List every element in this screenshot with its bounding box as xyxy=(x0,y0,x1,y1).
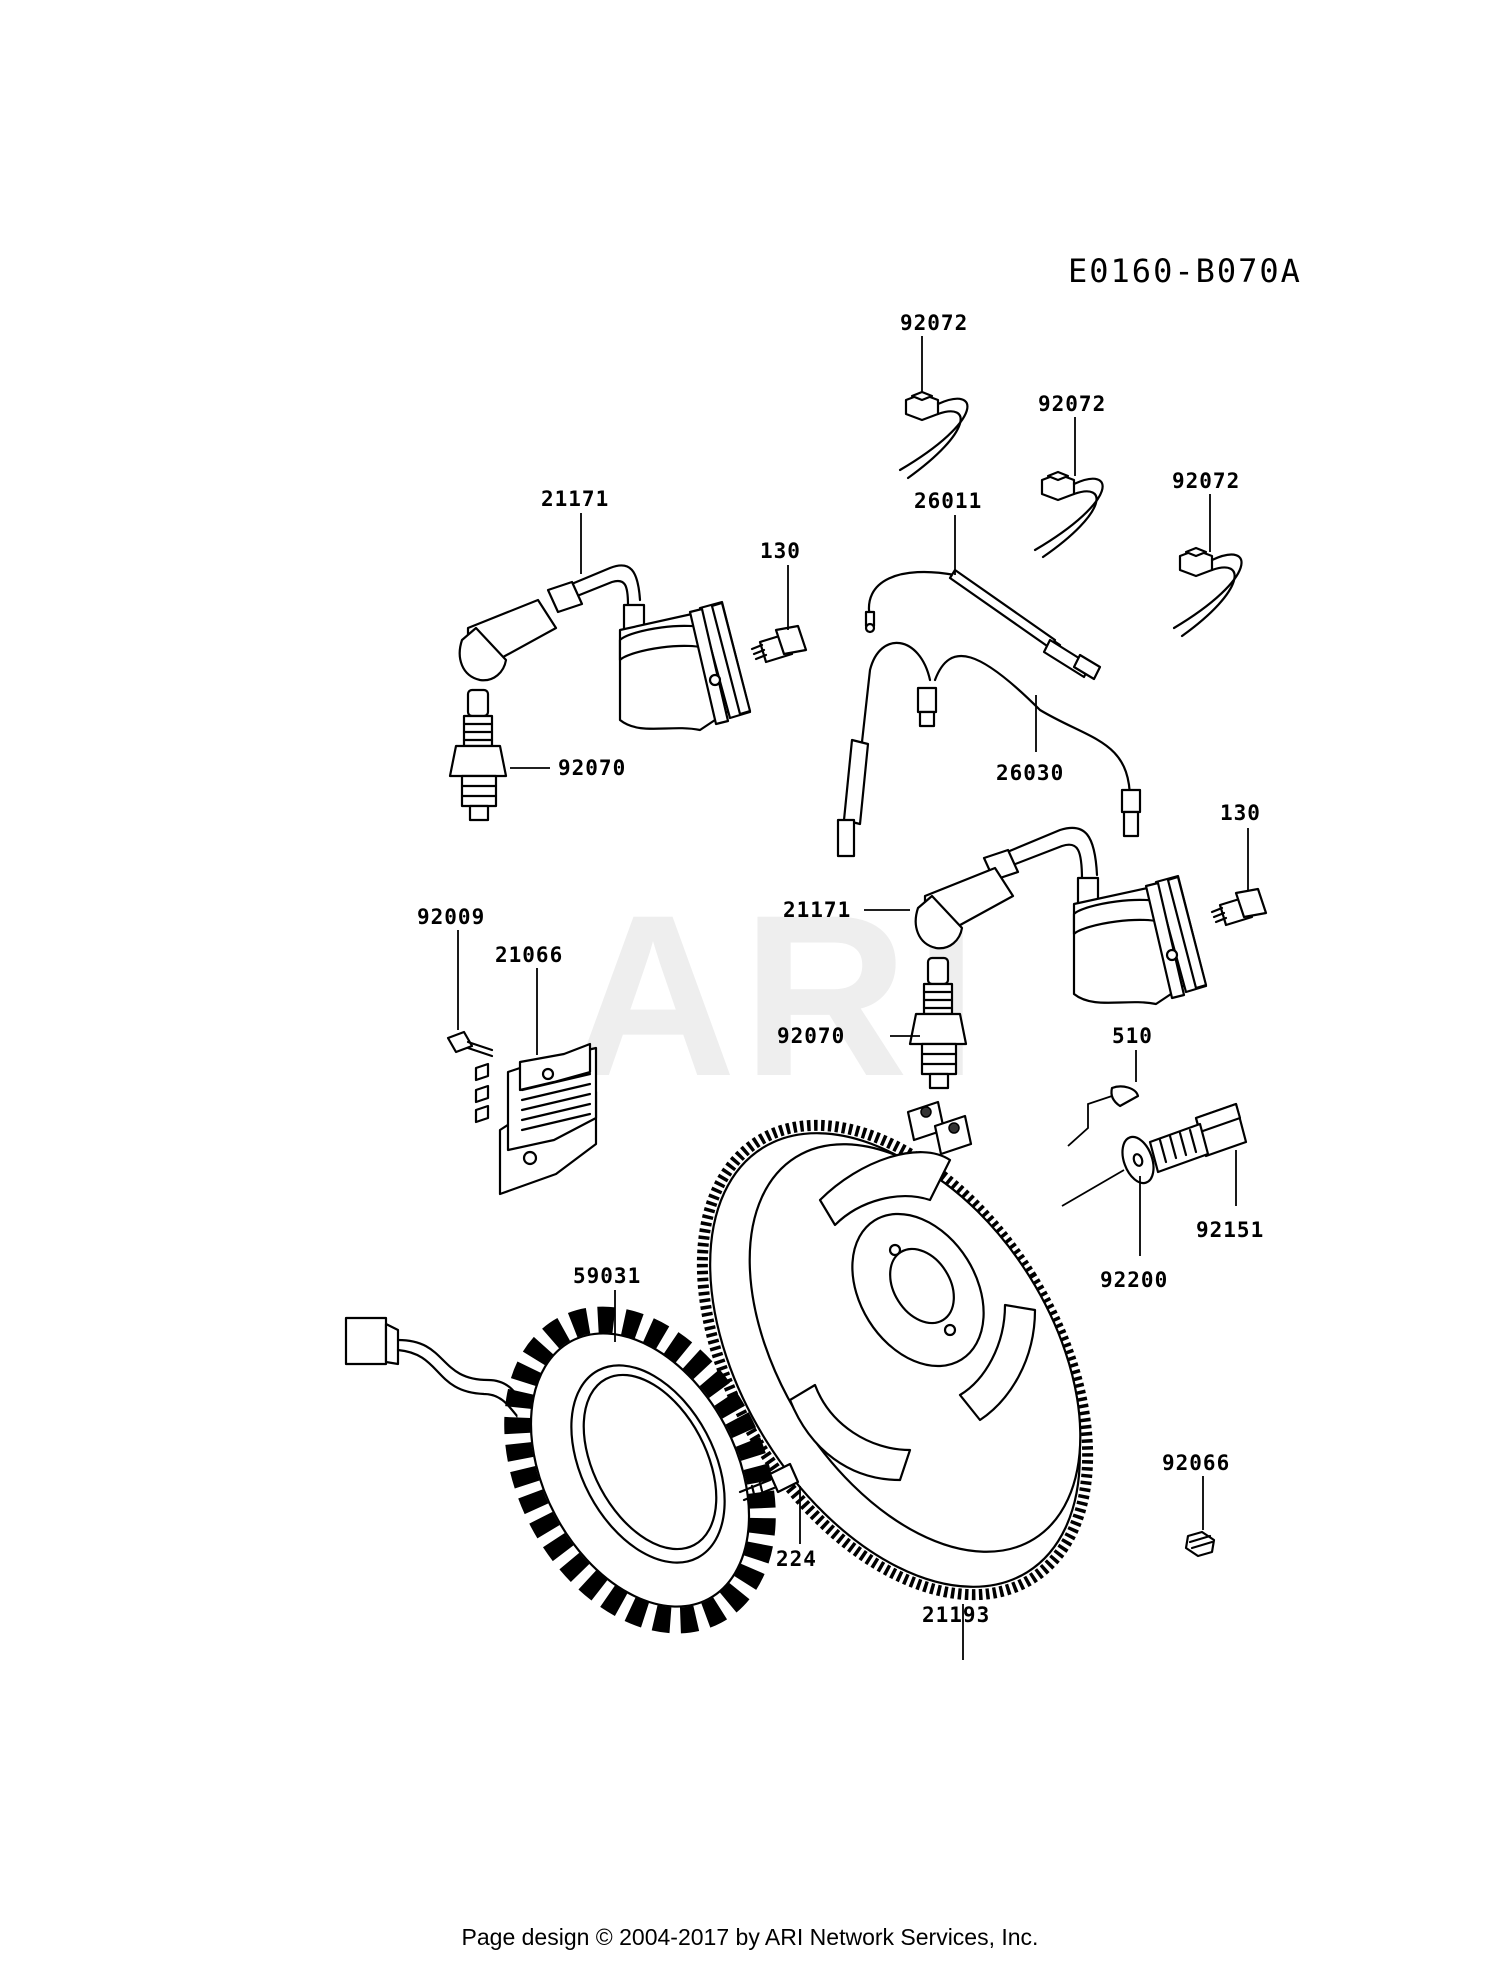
nut-92066[interactable] xyxy=(1184,1530,1216,1558)
washer-92200[interactable] xyxy=(1117,1133,1160,1188)
label-92200[interactable]: 92200 xyxy=(1100,1268,1168,1292)
label-26030[interactable]: 26030 xyxy=(996,761,1064,785)
label-92072-right[interactable]: 92072 xyxy=(1172,469,1240,493)
label-92070-right[interactable]: 92070 xyxy=(777,1024,845,1048)
key-510[interactable] xyxy=(1110,1085,1140,1108)
cable-strap-middle[interactable] xyxy=(1033,470,1104,559)
part-labels: 92072 92072 92072 21171 130 26011 26030 … xyxy=(417,311,1264,1627)
bolt-130-right[interactable] xyxy=(1210,887,1268,927)
label-130-left[interactable]: 130 xyxy=(760,539,801,563)
label-21193[interactable]: 21193 xyxy=(922,1603,990,1627)
label-92070-left[interactable]: 92070 xyxy=(558,756,626,780)
bolt-92151[interactable] xyxy=(1148,1102,1248,1174)
label-26011[interactable]: 26011 xyxy=(914,489,982,513)
regulator-21066[interactable] xyxy=(474,1042,598,1196)
wire-harness-26030[interactable] xyxy=(836,641,1142,858)
spark-plug-left[interactable] xyxy=(448,688,508,822)
label-21171-left[interactable]: 21171 xyxy=(541,487,609,511)
label-92009[interactable]: 92009 xyxy=(417,905,485,929)
label-92072-top[interactable]: 92072 xyxy=(900,311,968,335)
cable-strap-right[interactable] xyxy=(1172,546,1243,638)
leader-lines xyxy=(457,336,1249,1660)
footer-copyright: Page design © 2004-2017 by ARI Network S… xyxy=(462,1924,1039,1950)
bolt-130-left[interactable] xyxy=(750,624,808,664)
bolt-224[interactable] xyxy=(738,1462,800,1502)
label-92066[interactable]: 92066 xyxy=(1162,1451,1230,1475)
label-130-right[interactable]: 130 xyxy=(1220,801,1261,825)
label-92151[interactable]: 92151 xyxy=(1196,1218,1264,1242)
label-224[interactable]: 224 xyxy=(776,1547,817,1571)
diagram-code: E0160-B070A xyxy=(1068,252,1302,290)
screw-92009[interactable] xyxy=(446,1030,494,1058)
flywheel-21193[interactable] xyxy=(623,1056,1168,1663)
label-21171-right[interactable]: 21171 xyxy=(783,898,851,922)
label-59031[interactable]: 59031 xyxy=(573,1264,641,1288)
ignition-coil-left[interactable] xyxy=(458,564,752,732)
cable-strap-top[interactable] xyxy=(898,390,969,480)
wire-harness-26011[interactable] xyxy=(864,568,1102,681)
watermark-text: ARI xyxy=(570,867,984,1124)
label-510[interactable]: 510 xyxy=(1112,1024,1153,1048)
spark-plug-right[interactable] xyxy=(908,956,968,1090)
label-92072-middle[interactable]: 92072 xyxy=(1038,392,1106,416)
ignition-coil-right[interactable] xyxy=(914,826,1208,1006)
label-21066[interactable]: 21066 xyxy=(495,943,563,967)
stator-59031[interactable] xyxy=(344,1277,812,1663)
